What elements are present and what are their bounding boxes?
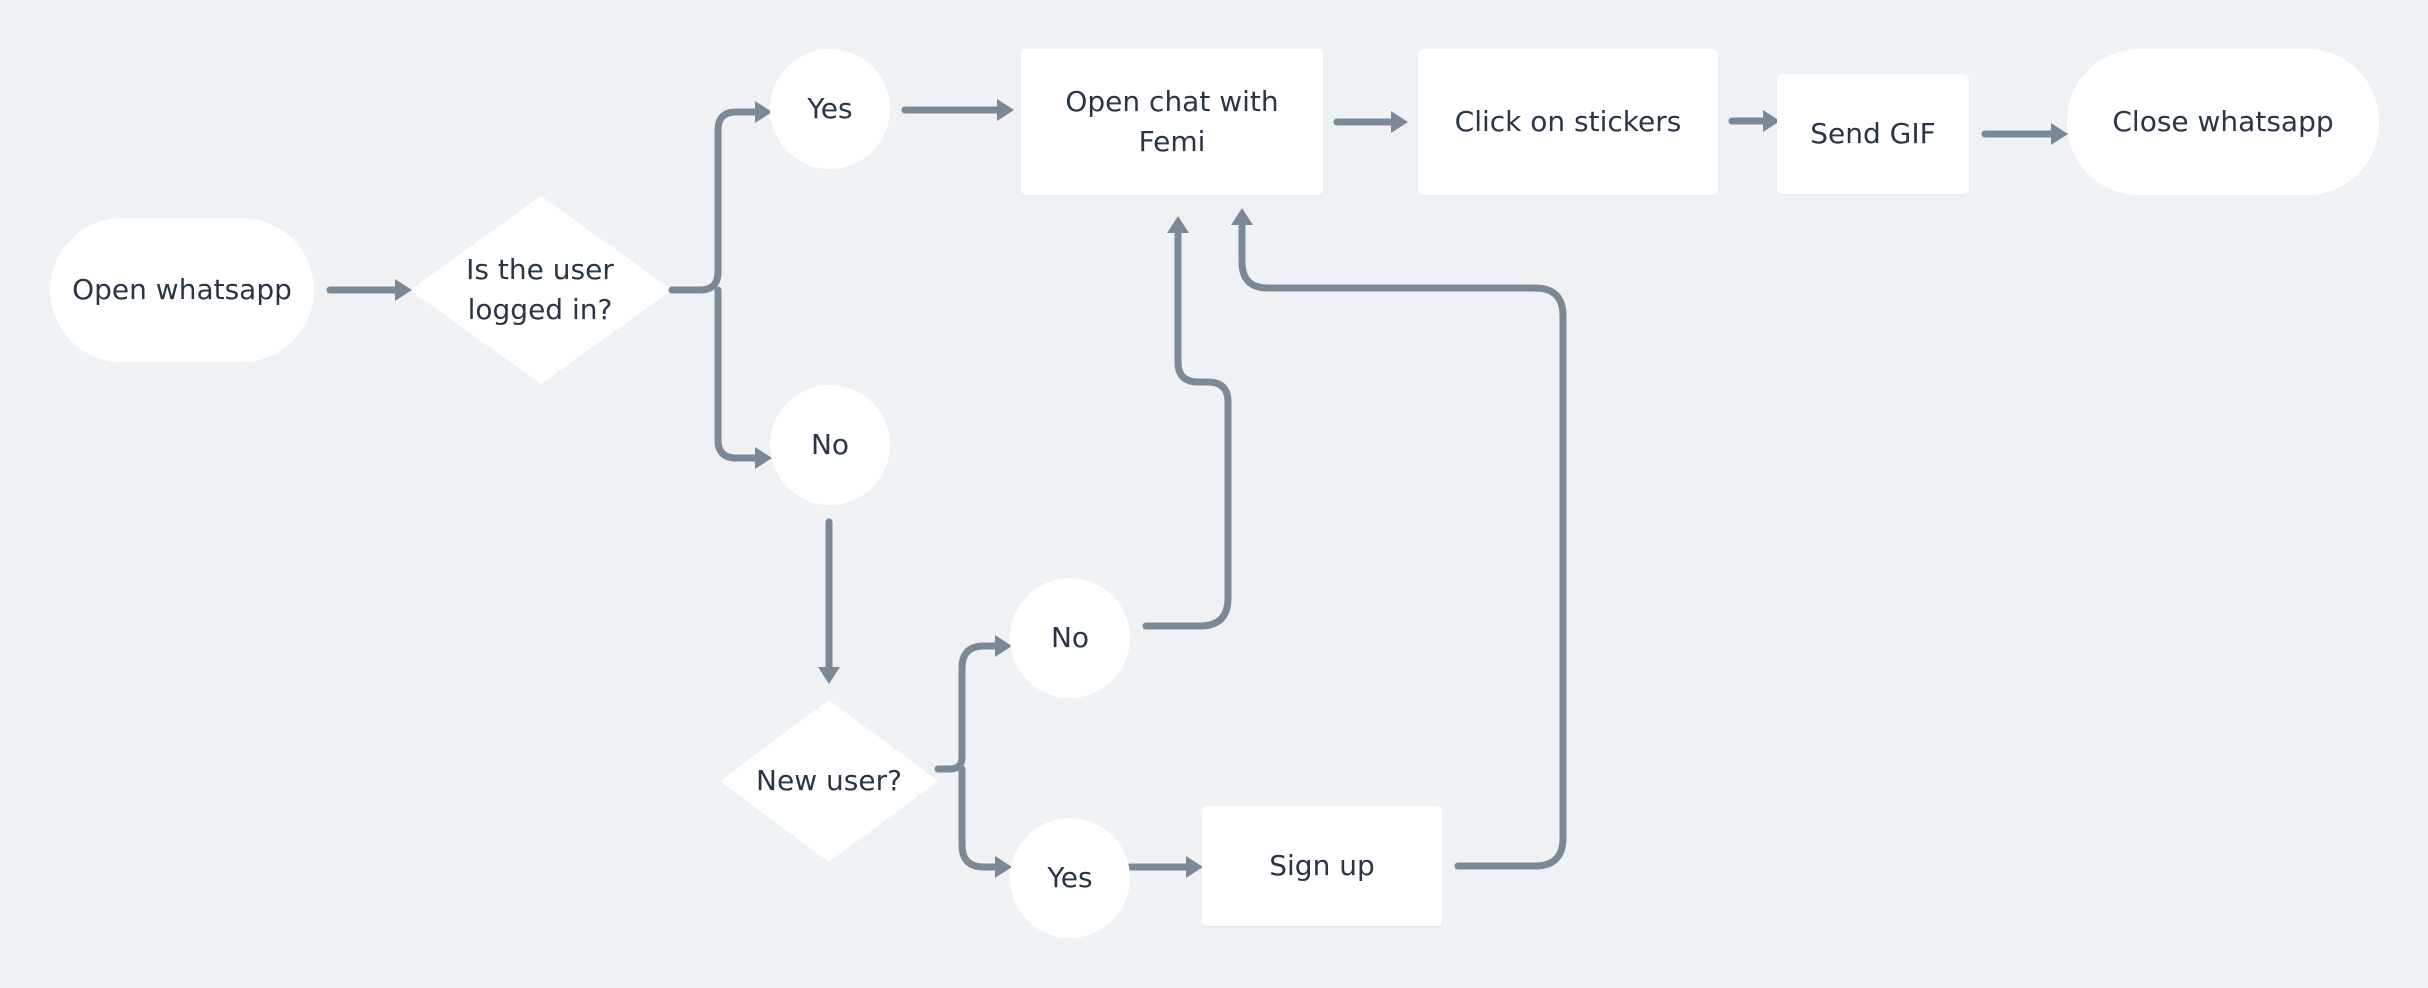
logged-in-decision-label: Is the user logged in? [450, 250, 630, 330]
new-user-decision-shape[interactable] [720, 700, 938, 862]
logged-in-decision-shape[interactable] [410, 196, 672, 384]
arrowhead [395, 279, 412, 301]
arrowhead [1763, 110, 1780, 132]
connector-sign-up-to-open-chat [1238, 222, 1567, 870]
arrowhead [755, 447, 772, 469]
sign-up-node[interactable]: Sign up [1202, 806, 1442, 926]
send-gif-label: Send GIF [1810, 117, 1936, 150]
yes-new-user-label: Yes [1047, 861, 1093, 894]
arrowhead [1186, 856, 1203, 878]
arrowhead [818, 667, 840, 684]
open-whatsapp-label: Open whatsapp [72, 273, 292, 306]
arrowhead [1167, 216, 1189, 233]
connector-no-to-open-chat [1142, 230, 1232, 630]
arrowhead [997, 99, 1014, 121]
new-user-decision-label: New user? [740, 761, 918, 801]
arrowhead [995, 856, 1012, 878]
logged-in-question-text: Is the user logged in? [466, 253, 614, 326]
sign-up-label: Sign up [1269, 849, 1375, 882]
connector-logged-in-branch [668, 108, 760, 462]
open-chat-node[interactable]: Open chat with Femi [1021, 49, 1323, 195]
send-gif-node[interactable]: Send GIF [1777, 74, 1969, 194]
click-stickers-label: Click on stickers [1454, 105, 1682, 138]
arrowhead [1231, 208, 1253, 225]
arrowhead [1391, 111, 1408, 133]
yes-new-user-node[interactable]: Yes [1010, 818, 1130, 938]
no-logged-in-node[interactable]: No [770, 385, 890, 505]
close-whatsapp-label: Close whatsapp [2112, 105, 2334, 138]
no-new-user-node[interactable]: No [1010, 578, 1130, 698]
arrowhead [755, 101, 772, 123]
new-user-question-text: New user? [756, 764, 902, 797]
open-chat-label: Open chat with Femi [1065, 85, 1279, 158]
yes-logged-in-label: Yes [807, 92, 853, 125]
arrowhead [2051, 123, 2068, 145]
yes-logged-in-node[interactable]: Yes [770, 49, 890, 169]
connector-new-user-branch [934, 642, 1000, 871]
no-new-user-label: No [1050, 621, 1090, 654]
open-whatsapp-node[interactable]: Open whatsapp [50, 218, 314, 362]
no-logged-in-label: No [810, 428, 850, 461]
arrowhead [995, 635, 1012, 657]
click-stickers-node[interactable]: Click on stickers [1418, 49, 1718, 195]
close-whatsapp-node[interactable]: Close whatsapp [2067, 49, 2379, 195]
